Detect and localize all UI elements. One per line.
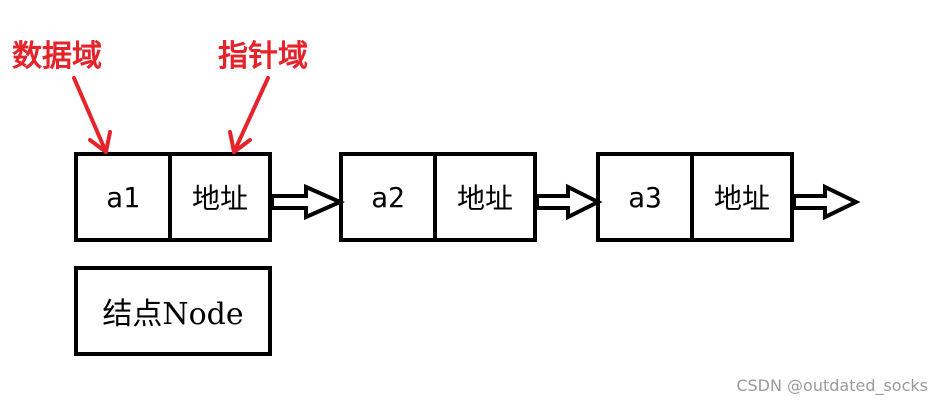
link-arrow-2-to-3 (535, 183, 603, 221)
data-field-pointer-arrow (72, 76, 112, 154)
node-3-address-cell: 地址 (713, 182, 770, 215)
pointer-field-pointer-arrow (228, 76, 270, 154)
pointer-field-annotation: 指针域 (218, 39, 308, 74)
data-field-annotation: 数据域 (12, 39, 102, 74)
node-2: a2 地址 (339, 152, 537, 242)
node-3: a3 地址 (596, 152, 794, 242)
link-arrow-1-to-2 (270, 183, 345, 221)
node-1: a1 地址 (74, 152, 272, 242)
node-legend-box: 结点Node (74, 266, 272, 356)
node-2-data-cell: a2 (343, 156, 437, 238)
node-1-data-cell: a1 (78, 156, 172, 238)
link-arrow-3-to-next (792, 183, 861, 221)
watermark-text: CSDN @outdated_socks (736, 376, 928, 395)
node-3-data-cell: a3 (600, 156, 694, 238)
node-1-address-cell: 地址 (191, 182, 248, 215)
node-2-address-cell: 地址 (456, 182, 513, 215)
